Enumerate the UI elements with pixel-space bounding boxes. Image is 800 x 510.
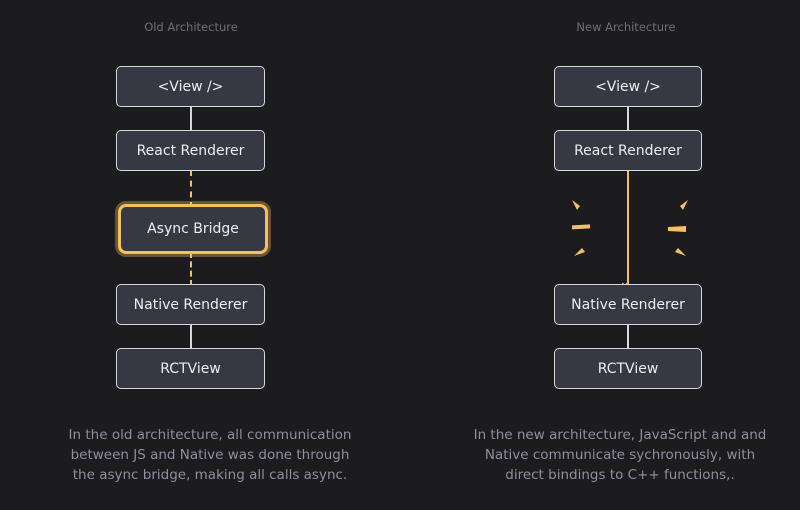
node-rctview: RCTView xyxy=(554,348,702,389)
sync-arrow xyxy=(627,170,629,284)
async-arrow xyxy=(190,252,192,286)
node-native-renderer: Native Renderer xyxy=(116,284,265,325)
caption-line: the async bridge, making all calls async… xyxy=(72,467,348,483)
new-architecture-title: New Architecture xyxy=(576,20,676,34)
node-react-renderer: React Renderer xyxy=(554,130,702,171)
connector-line xyxy=(190,322,192,350)
connector-line xyxy=(627,322,629,350)
caption-line: In the new architecture, JavaScript and … xyxy=(473,427,767,443)
old-architecture-title: Old Architecture xyxy=(144,20,238,34)
async-arrow xyxy=(190,170,192,208)
arrow-head-icon: ⌄ xyxy=(182,196,194,212)
node-view: <View /> xyxy=(116,66,265,107)
new-architecture-caption: In the new architecture, JavaScript and … xyxy=(440,425,800,485)
caption-line: direct bindings to C++ functions,. xyxy=(505,467,735,483)
sparkle-icon xyxy=(572,200,688,256)
caption-line: between JS and Native was done through xyxy=(70,447,350,463)
node-async-bridge: Async Bridge xyxy=(121,207,265,251)
node-rctview: RCTView xyxy=(116,348,265,389)
node-view: <View /> xyxy=(554,66,702,107)
caption-line: Native communicate sychronously, with xyxy=(484,447,756,463)
node-react-renderer: React Renderer xyxy=(116,130,265,171)
caption-line: In the old architecture, all communicati… xyxy=(68,427,352,443)
old-architecture-caption: In the old architecture, all communicati… xyxy=(20,425,400,485)
connector-line xyxy=(190,106,192,132)
node-native-renderer: Native Renderer xyxy=(554,284,702,325)
arrow-head-icon: ⌄ xyxy=(619,274,631,290)
connector-line xyxy=(627,106,629,132)
